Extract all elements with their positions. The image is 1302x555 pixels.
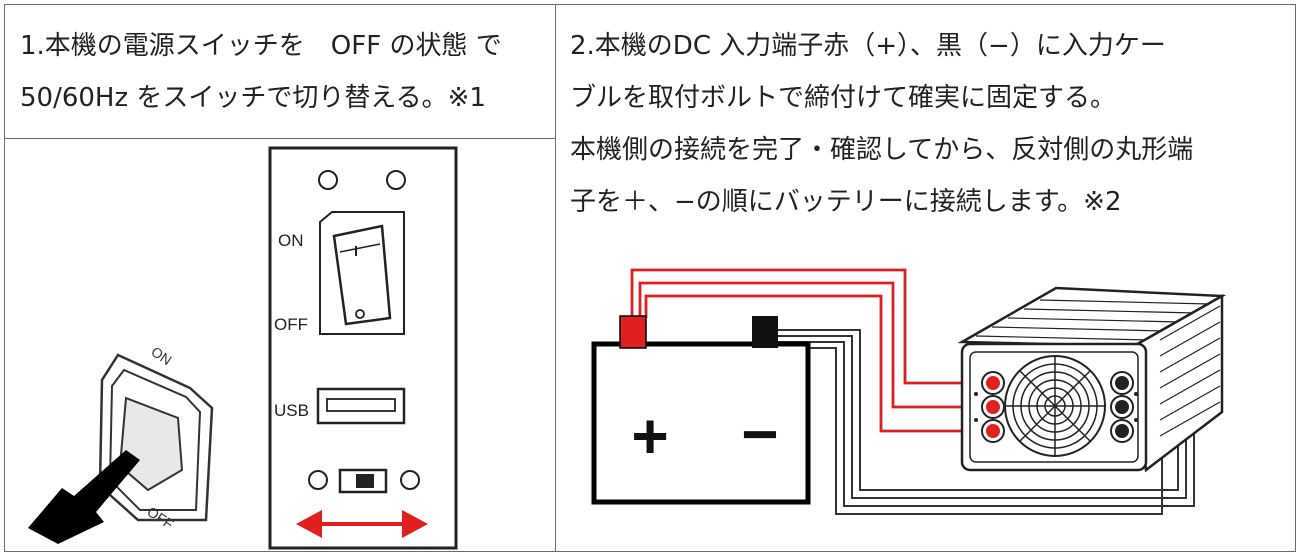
inverter-red-terminals [981, 371, 1005, 443]
panel-off-label: OFF [274, 315, 308, 334]
battery: + − [591, 315, 811, 505]
right-instruction-line-4: 子を＋、−の順にバッテリーに接続します。※2 [570, 187, 1122, 217]
rocker-on-label: ON [148, 343, 174, 368]
left-instruction-line-2: 50/60Hz をスイッチで切り替える。※1 [20, 83, 486, 113]
push-arrow-icon [28, 450, 140, 544]
panel-usb-label: USB [274, 401, 309, 420]
right-instruction-line-1: 2.本機のDC 入力端子赤（+）、黒（−）に入力ケー [570, 31, 1166, 61]
panel-screw-icon [308, 470, 328, 490]
left-instruction-line-1: 1.本機の電源スイッチを OFF の状態 で [20, 31, 502, 61]
column-divider [555, 4, 556, 552]
right-instruction-line-3: 本機側の接続を完了・確認してから、反対側の丸形端 [570, 135, 1194, 165]
panel-screw-icon [318, 170, 338, 190]
battery-minus-sign: − [741, 398, 778, 470]
panel-screw-icon [400, 470, 420, 490]
left-header-divider [4, 138, 555, 139]
inverter-unit [957, 286, 1227, 473]
red-cables [630, 268, 992, 433]
panel-screw-icon [386, 170, 406, 190]
fan-grille-icon [1004, 355, 1106, 457]
rocker-switch-illustration: ON OFF [98, 343, 214, 532]
inverter-black-terminals [1110, 371, 1134, 443]
front-panel: ON OFF USB [268, 146, 458, 550]
right-instruction-line-2: ブルを取付ボルトで締付けて確実に固定する。 [570, 83, 1117, 113]
battery-plus-sign: + [631, 400, 668, 472]
outer-frame [4, 4, 1296, 552]
battery-positive-terminal [619, 315, 647, 349]
panel-on-label: ON [278, 231, 304, 250]
battery-negative-terminal [752, 316, 778, 348]
